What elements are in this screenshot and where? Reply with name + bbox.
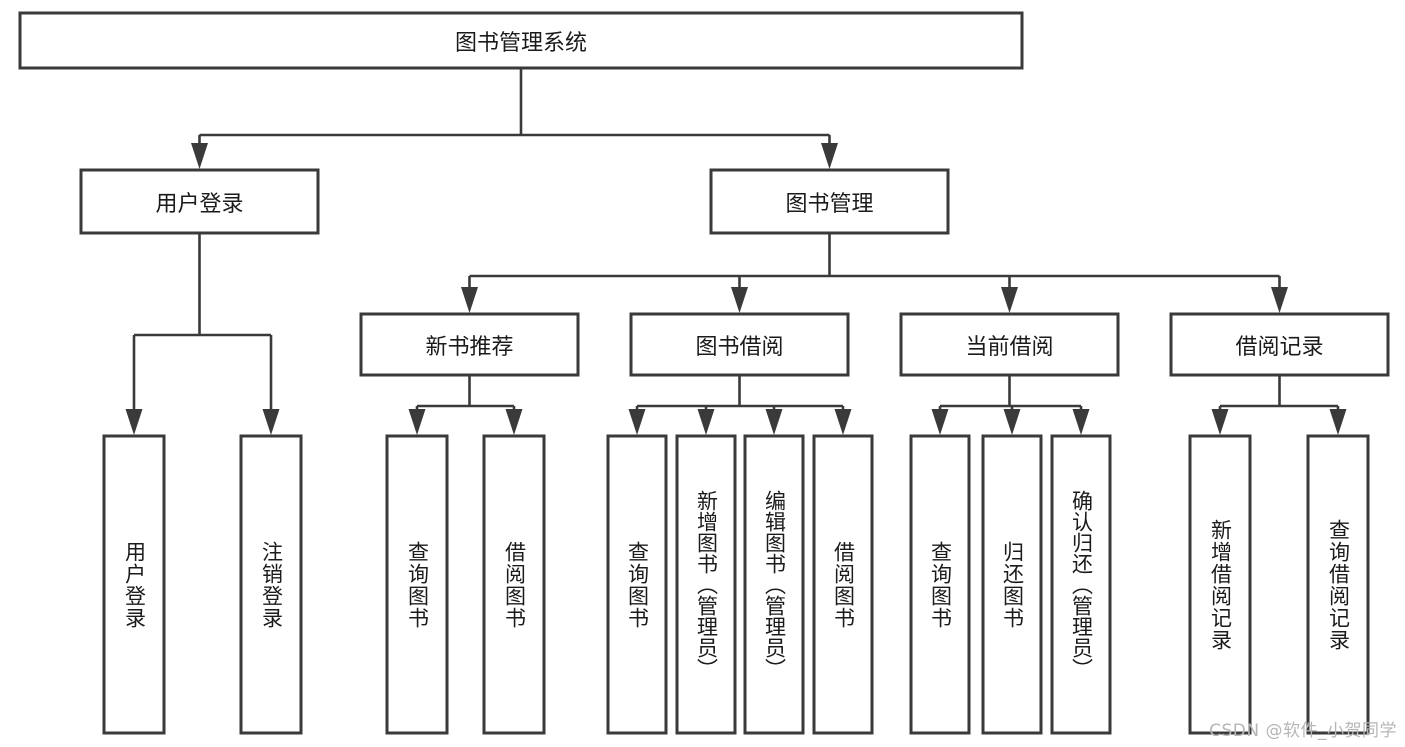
nodes-layer: [18, 11, 1390, 735]
node-box-leaf-add-book[interactable]: [675, 434, 737, 735]
node-box-leaf-query-book-1[interactable]: [385, 434, 449, 735]
node-box-leaf-logout[interactable]: [239, 434, 303, 735]
node-box-new-book-rec[interactable]: [359, 312, 580, 377]
node-box-leaf-user-login[interactable]: [102, 434, 166, 735]
node-box-current-borrow[interactable]: [899, 312, 1120, 377]
watermark-text: CSDN @软件_小贺同学: [1209, 721, 1397, 741]
node-box-leaf-confirm-return[interactable]: [1050, 434, 1112, 735]
node-box-leaf-query-book-3[interactable]: [909, 434, 971, 735]
node-box-leaf-borrow-book-2[interactable]: [812, 434, 874, 735]
edge-group-book-borrow: [628, 375, 852, 435]
edge-group-new-book-rec: [408, 375, 523, 435]
node-box-leaf-query-book-2[interactable]: [606, 434, 668, 735]
edge-group-current-borrow: [931, 375, 1090, 435]
edges-layer: [125, 68, 1347, 435]
node-box-leaf-add-record[interactable]: [1188, 434, 1252, 735]
node-box-book-manage[interactable]: [709, 168, 950, 235]
node-box-leaf-edit-book[interactable]: [743, 434, 805, 735]
node-box-user-login[interactable]: [79, 168, 320, 235]
edge-group-borrow-record: [1211, 375, 1347, 435]
edge-group-user-login: [125, 233, 280, 435]
node-box-root[interactable]: [18, 11, 1024, 70]
node-box-leaf-query-record[interactable]: [1306, 434, 1370, 735]
node-box-borrow-record[interactable]: [1169, 312, 1390, 377]
edge-group-book-manage: [461, 233, 1288, 313]
edge-group-root: [191, 68, 838, 169]
node-box-leaf-borrow-book-1[interactable]: [482, 434, 546, 735]
node-box-leaf-return-book[interactable]: [981, 434, 1043, 735]
node-box-book-borrow[interactable]: [629, 312, 850, 377]
